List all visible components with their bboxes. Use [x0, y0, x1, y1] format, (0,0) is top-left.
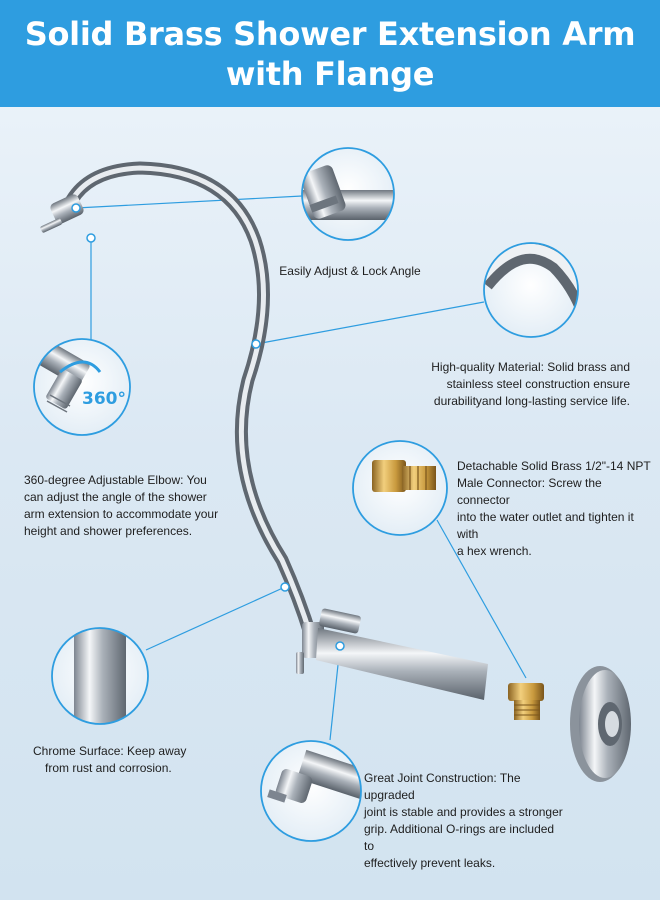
detail-circle-joint [260, 740, 362, 842]
detail-circle-lock-angle [301, 147, 395, 241]
swivel-lock-icon [302, 165, 346, 219]
callout-material: High-quality Material: Solid brass and s… [431, 360, 630, 408]
callout-connector: Detachable Solid Brass 1/2"-14 NPT Male … [457, 459, 651, 558]
detail-circle-elbow: 360° [33, 338, 131, 436]
shower-arm [40, 161, 488, 700]
rotation-arrow-icon [59, 360, 102, 374]
detail-circle-chrome [51, 627, 149, 725]
flange-icon [570, 666, 631, 782]
badge-360: 360° [82, 389, 126, 409]
callout-joint: Great Joint Construction: The upgraded j… [364, 771, 563, 870]
title-banner: Solid Brass Shower Extension Arm with Fl… [0, 0, 660, 107]
brass-connector [508, 683, 544, 720]
hex-nut-icon [372, 460, 436, 492]
title-line-1: Solid Brass Shower Extension Arm [24, 14, 636, 53]
detail-circle-material [483, 242, 579, 338]
title-line-2: with Flange [225, 54, 435, 93]
callout-elbow: 360-degree Adjustable Elbow: You can adj… [24, 473, 219, 538]
callout-lock-angle: Easily Adjust & Lock Angle [279, 264, 421, 278]
callout-dots [71, 203, 345, 651]
callout-chrome: Chrome Surface: Keep away from rust and … [33, 744, 187, 775]
detail-circle-connector [352, 440, 448, 536]
product-illustration: 360° [33, 147, 631, 842]
